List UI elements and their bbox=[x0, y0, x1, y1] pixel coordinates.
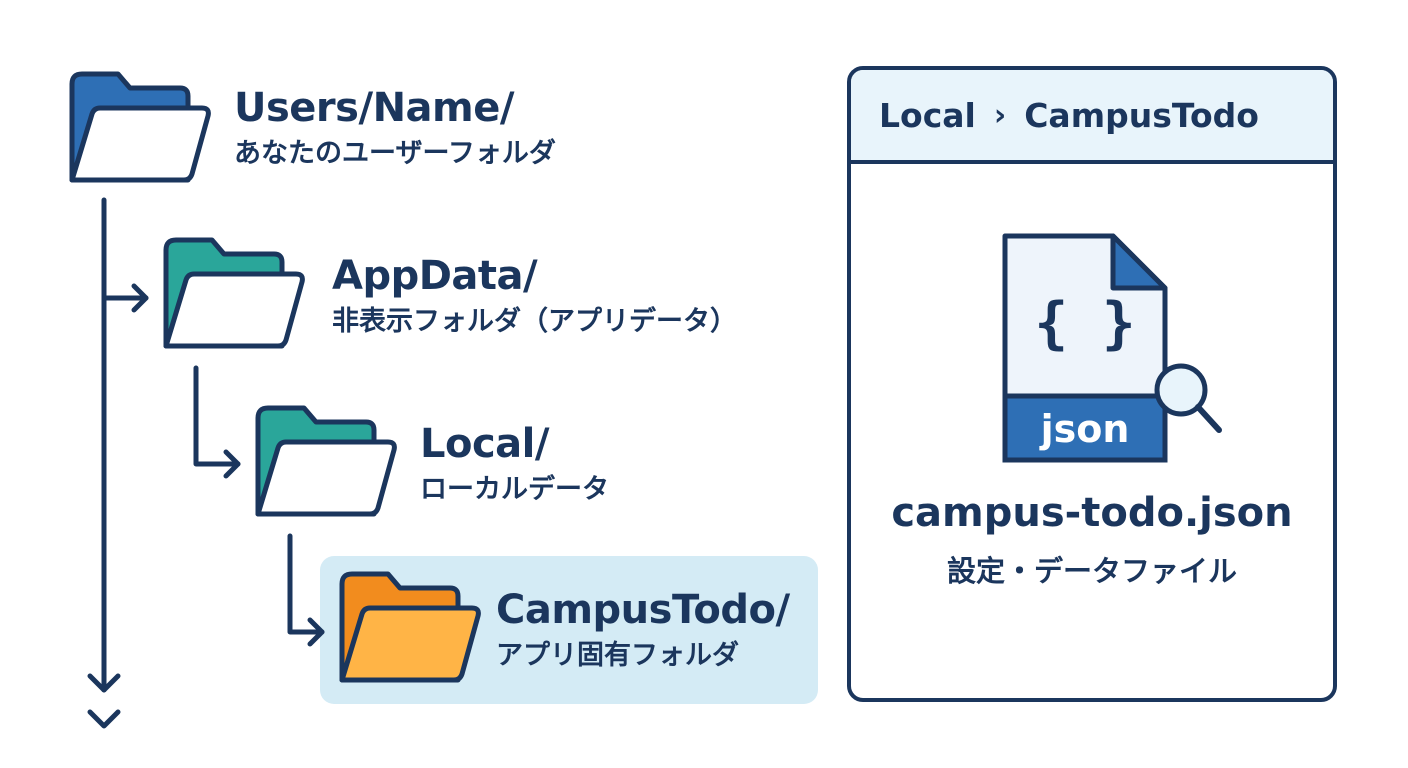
breadcrumb-item-local: Local bbox=[879, 95, 976, 135]
folder-description: ローカルデータ bbox=[420, 474, 609, 505]
folder-icon bbox=[339, 571, 481, 683]
file-name: campus-todo.json bbox=[891, 490, 1293, 536]
tree-item-users: Users/Name/ あなたのユーザーフォルダ bbox=[234, 84, 556, 172]
arrow-right-icon bbox=[307, 617, 325, 647]
file-preview-panel: Local › CampusTodo { } json campus-todo.… bbox=[847, 66, 1337, 702]
arrow-right-icon bbox=[223, 449, 241, 479]
file-glyph: { } bbox=[1034, 291, 1135, 356]
folder-icon bbox=[163, 237, 305, 349]
down-arrow-icon bbox=[87, 673, 121, 693]
folder-description: あなたのユーザーフォルダ bbox=[234, 138, 556, 169]
folder-description: 非表示フォルダ（アプリデータ） bbox=[332, 306, 737, 337]
folder-icon bbox=[255, 405, 397, 517]
magnifier-icon bbox=[1154, 363, 1208, 417]
tree-item-campustodo: CampusTodo/ アプリ固有フォルダ bbox=[496, 586, 790, 674]
folder-name: AppData/ bbox=[332, 253, 538, 299]
folder-name: Users/Name/ bbox=[234, 85, 514, 131]
json-file-search-icon: { } json bbox=[1002, 233, 1222, 463]
folder-icon bbox=[69, 71, 211, 183]
chevron-down-icon bbox=[87, 709, 121, 729]
file-description: 設定・データファイル bbox=[946, 554, 1237, 588]
breadcrumb: Local › CampusTodo bbox=[851, 70, 1333, 164]
branch-campustodo bbox=[287, 533, 325, 635]
tree-item-appdata: AppData/ 非表示フォルダ（アプリデータ） bbox=[332, 252, 737, 340]
file-extension: json bbox=[1039, 407, 1130, 451]
chevron-right-icon: › bbox=[993, 97, 1007, 133]
branch-local bbox=[193, 365, 241, 467]
folder-description: アプリ固有フォルダ bbox=[496, 640, 739, 671]
arrow-right-icon bbox=[131, 283, 149, 313]
folder-name: Local/ bbox=[420, 421, 550, 467]
breadcrumb-item-campustodo: CampusTodo bbox=[1024, 95, 1259, 135]
tree-item-local: Local/ ローカルデータ bbox=[420, 420, 609, 508]
folder-name: CampusTodo/ bbox=[496, 587, 790, 633]
